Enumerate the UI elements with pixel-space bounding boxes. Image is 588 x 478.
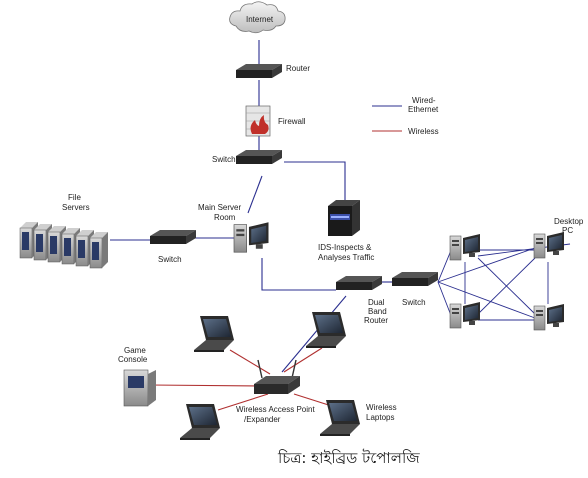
desktop-label-line2: PC	[562, 226, 573, 235]
desktop-label-line1: Desktop	[554, 217, 584, 226]
wap-label-line2: /Expander	[244, 415, 281, 424]
firewall-label: Firewall	[278, 117, 306, 126]
legend-wireless-label: Wireless	[408, 127, 439, 136]
laptop-icon	[320, 400, 360, 436]
switch-right-label: Switch	[402, 298, 426, 307]
ids-label-line1: IDS-Inspects &	[318, 243, 372, 252]
laptop-icon	[306, 312, 346, 348]
laptop-icon	[194, 316, 234, 352]
game-console-label-line1: Game	[124, 346, 146, 355]
router-label: Router	[286, 64, 310, 73]
laptop-icon	[180, 404, 220, 440]
wireless-laptops-label-line2: Laptops	[366, 413, 394, 422]
desktop-pc-icon	[533, 231, 565, 259]
wap-label-line1: Wireless Access Point	[236, 405, 315, 414]
desktop-pc-icon	[449, 233, 481, 261]
switch-left-label: Switch	[158, 255, 182, 264]
desktop-pc-icon	[449, 301, 481, 329]
dual-band-label-line2: Band	[368, 307, 387, 316]
legend-wired-label-line1: Wired-	[412, 96, 436, 105]
game-console-icon	[123, 369, 156, 407]
internet-label: Internet	[246, 15, 274, 24]
wired-connections	[110, 40, 395, 373]
internet-cloud-icon	[229, 1, 286, 34]
firewall-icon	[245, 105, 271, 137]
main-server-pc-icon	[233, 221, 270, 253]
switch-left-icon	[150, 230, 196, 244]
desktop-mesh	[437, 243, 571, 321]
figure-caption: চিত্র: হাইব্রিড টপোলজি	[277, 449, 420, 467]
switch-top-label: Switch	[212, 155, 236, 164]
file-servers-label-line1: File	[68, 193, 81, 202]
file-servers-label-line2: Servers	[62, 203, 90, 212]
file-servers-icon	[19, 221, 109, 269]
switch-top-icon	[236, 150, 282, 164]
legend: Wired- Ethernet Wireless	[372, 96, 439, 136]
legend-wired-label-line2: Ethernet	[408, 105, 439, 114]
game-console-label-line2: Console	[118, 355, 148, 364]
dual-band-router-icon	[336, 276, 382, 290]
wireless-access-point-icon	[254, 359, 300, 394]
main-server-label-line1: Main Server	[198, 203, 241, 212]
ids-appliance-icon	[328, 200, 360, 236]
wireless-connections	[149, 347, 339, 411]
desktop-pc-icon	[533, 303, 565, 331]
ids-label-line2: Analyses Traffic	[318, 253, 374, 262]
dual-band-label-line1: Dual	[368, 298, 385, 307]
wireless-laptops-label-line1: Wireless	[366, 403, 397, 412]
switch-right-icon	[392, 272, 438, 286]
router-icon	[236, 64, 282, 78]
main-server-label-line2: Room	[214, 213, 236, 222]
dual-band-label-line3: Router	[364, 316, 388, 325]
